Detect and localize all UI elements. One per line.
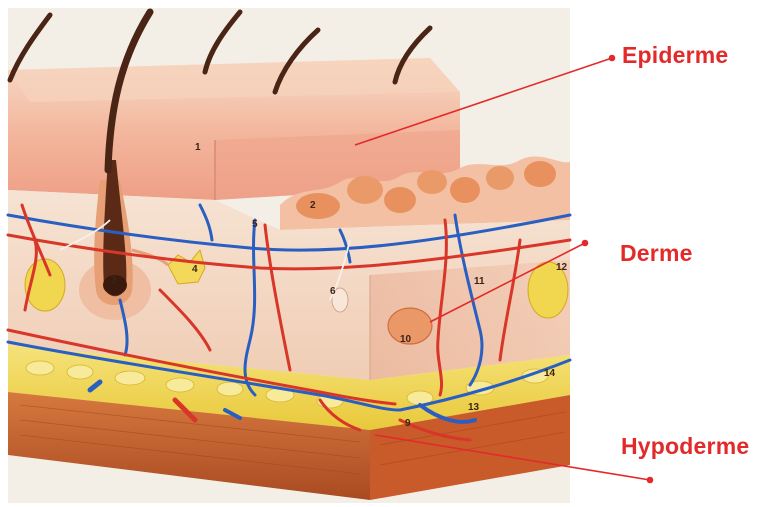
structure-number: 11: [474, 276, 485, 287]
hypoderme-leader-dot: [648, 478, 653, 483]
structure-number: 3: [111, 275, 117, 286]
structure-number: 10: [400, 334, 412, 345]
structure-number: 9: [405, 418, 411, 429]
structure-number: 14: [544, 368, 556, 379]
label-epiderme: Epiderme: [622, 42, 728, 69]
derme-leader-dot: [583, 241, 588, 246]
structure-number: 13: [468, 402, 480, 413]
label-derme: Derme: [620, 240, 693, 267]
structure-number: 5: [252, 219, 258, 230]
structure-number: 1: [195, 142, 201, 153]
structure-number: 12: [556, 262, 568, 273]
epidermis-layer: [8, 58, 460, 200]
label-hypoderme: Hypoderme: [621, 433, 749, 460]
epiderme-leader-dot: [610, 56, 615, 61]
structure-number: 6: [330, 286, 336, 297]
structure-number: 2: [310, 200, 316, 211]
structure-number: 4: [192, 264, 198, 275]
